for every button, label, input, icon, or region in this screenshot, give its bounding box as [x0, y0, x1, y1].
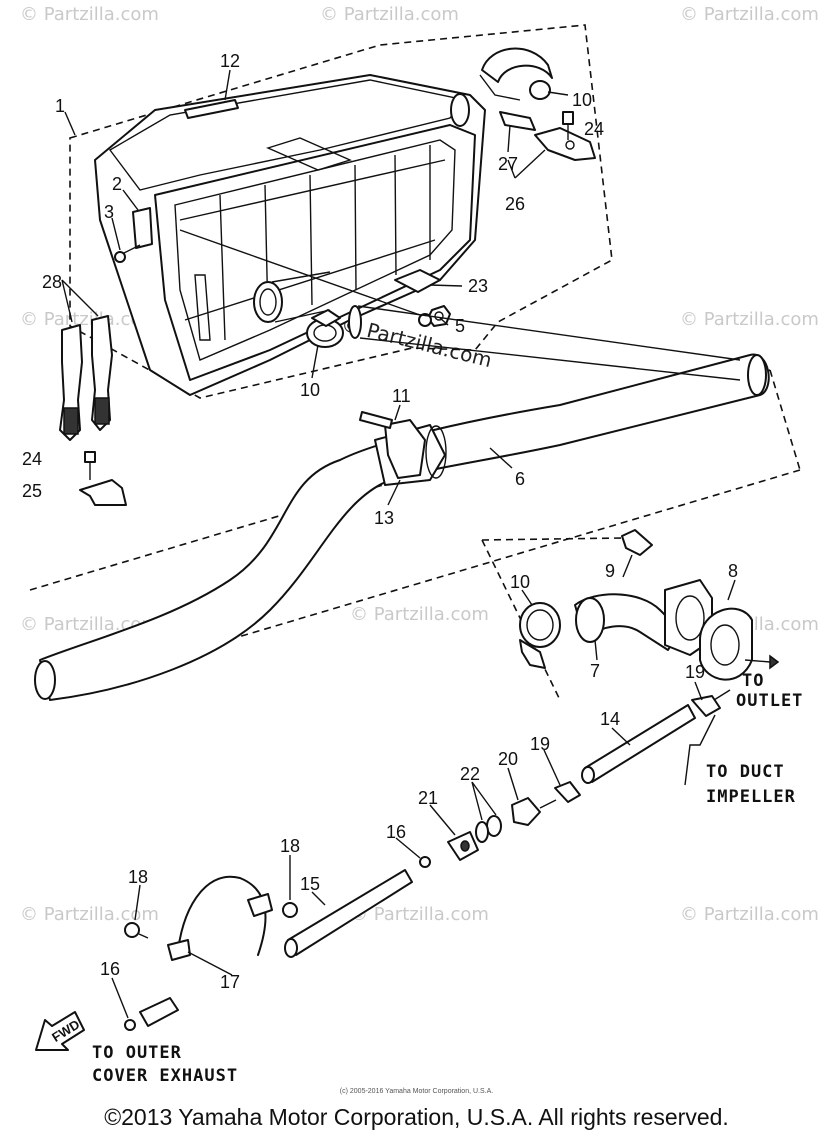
- hose-17: [177, 875, 267, 956]
- label-18-left: 18: [128, 867, 148, 887]
- hose-14: [581, 704, 696, 784]
- label-24-left: 24: [22, 449, 42, 469]
- label-11: 11: [392, 386, 411, 406]
- small-copyright: (c) 2005-2016 Yamaha Motor Corporation, …: [339, 1088, 494, 1095]
- label-26: 26: [505, 194, 525, 214]
- label-1: 1: [55, 96, 65, 116]
- label-8: 8: [728, 561, 738, 581]
- label-3: 3: [104, 202, 114, 222]
- label-17: 17: [220, 972, 240, 992]
- note-to-duct-1: TO DUCT: [706, 762, 785, 782]
- pad-12: [184, 99, 239, 119]
- fwd-arrow: FWD: [35, 1011, 85, 1051]
- label-12: 12: [220, 51, 240, 71]
- watermark: © Partzilla.com: [20, 904, 159, 925]
- clip-17a: [247, 893, 273, 917]
- label-5: 5: [455, 316, 465, 336]
- washer-5: [418, 313, 432, 327]
- clamp-16-low: [124, 1019, 136, 1031]
- label-2: 2: [112, 174, 122, 194]
- label-13: 13: [374, 508, 394, 528]
- hose-15: [284, 869, 413, 958]
- outlet-assembly: [481, 529, 753, 701]
- screw-18-left: [124, 922, 149, 939]
- fitting-20: [511, 797, 557, 826]
- clamp-10-top: [479, 47, 553, 101]
- copyright-footer: ©2013 Yamaha Motor Corporation, U.S.A. A…: [104, 1104, 729, 1130]
- bracket-26: [534, 127, 596, 161]
- watermark: © Partzilla.com: [320, 4, 459, 25]
- label-24-top: 24: [584, 119, 604, 139]
- note-exhaust-2: COVER EXHAUST: [92, 1066, 238, 1086]
- label-16-mid: 16: [386, 822, 406, 842]
- label-19-top: 19: [685, 662, 705, 682]
- label-21: 21: [418, 788, 438, 808]
- fitting-exhaust: [139, 997, 179, 1027]
- clip-17b: [167, 939, 191, 961]
- label-22: 22: [460, 764, 480, 784]
- screw-18-right: [282, 902, 298, 918]
- label-16-low: 16: [100, 959, 120, 979]
- label-10-low: 10: [510, 572, 530, 592]
- label-10-top: 10: [572, 90, 592, 110]
- screw-3: [114, 244, 141, 263]
- bracket-25: [79, 479, 127, 506]
- plate-2: [132, 207, 153, 249]
- clamp-11: [359, 411, 426, 479]
- washers-22: [475, 815, 502, 843]
- label-6: 6: [515, 469, 525, 489]
- watermark: © Partzilla.com: [350, 604, 489, 625]
- leader-lines: [64, 69, 736, 1019]
- label-19-low: 19: [530, 734, 550, 754]
- watermark: © Partzilla.com: [680, 904, 819, 925]
- note-to-outlet-1: TO: [742, 671, 764, 691]
- watermark: © Partzilla.com: [680, 4, 819, 25]
- note-to-duct-2: IMPELLER: [706, 787, 796, 807]
- label-14: 14: [600, 709, 620, 729]
- plate-23: [394, 269, 441, 293]
- label-27: 27: [498, 154, 518, 174]
- label-18-right: 18: [280, 836, 300, 856]
- note-to-outlet-2: OUTLET: [736, 691, 803, 711]
- label-23: 23: [468, 276, 488, 296]
- label-10-mid: 10: [300, 380, 320, 400]
- note-exhaust-1: TO OUTER: [92, 1043, 182, 1063]
- bracket-27: [499, 111, 536, 131]
- label-28: 28: [42, 272, 62, 292]
- bolt-24-left: [84, 451, 96, 480]
- watermark-center: © Partzilla.com: [339, 312, 495, 373]
- watermark: © Partzilla.com: [680, 309, 819, 330]
- label-25: 25: [22, 481, 42, 501]
- strap-28: [59, 279, 113, 441]
- exhaust-hose-6: [29, 305, 801, 701]
- notes: TO OUTLET TO DUCT IMPELLER TO OUTER COVE…: [92, 671, 803, 1086]
- label-20: 20: [498, 749, 518, 769]
- label-15: 15: [300, 874, 320, 894]
- arrow-head: [769, 654, 780, 670]
- clamp-19-top: [691, 689, 731, 717]
- screw-24-top: [562, 111, 574, 140]
- watermark: © Partzilla.com: [20, 309, 159, 330]
- leader-duct: [684, 714, 716, 786]
- clamp-16-mid: [419, 856, 431, 868]
- leader-line: [179, 229, 421, 316]
- clamp-19-lower: [554, 781, 581, 803]
- arrow-outlet: [744, 659, 771, 663]
- clamp-10-middle: [306, 309, 344, 348]
- fitting-21: [447, 831, 479, 861]
- silencer-box: [69, 24, 613, 399]
- watermark: © Partzilla.com: [350, 904, 489, 925]
- part-labels: 1 12 2 3 10 24 27 26 23 5 28 10 11 6 13 …: [22, 51, 738, 992]
- label-9: 9: [605, 561, 615, 581]
- watermark: © Partzilla.com: [20, 4, 159, 25]
- label-7: 7: [590, 661, 600, 681]
